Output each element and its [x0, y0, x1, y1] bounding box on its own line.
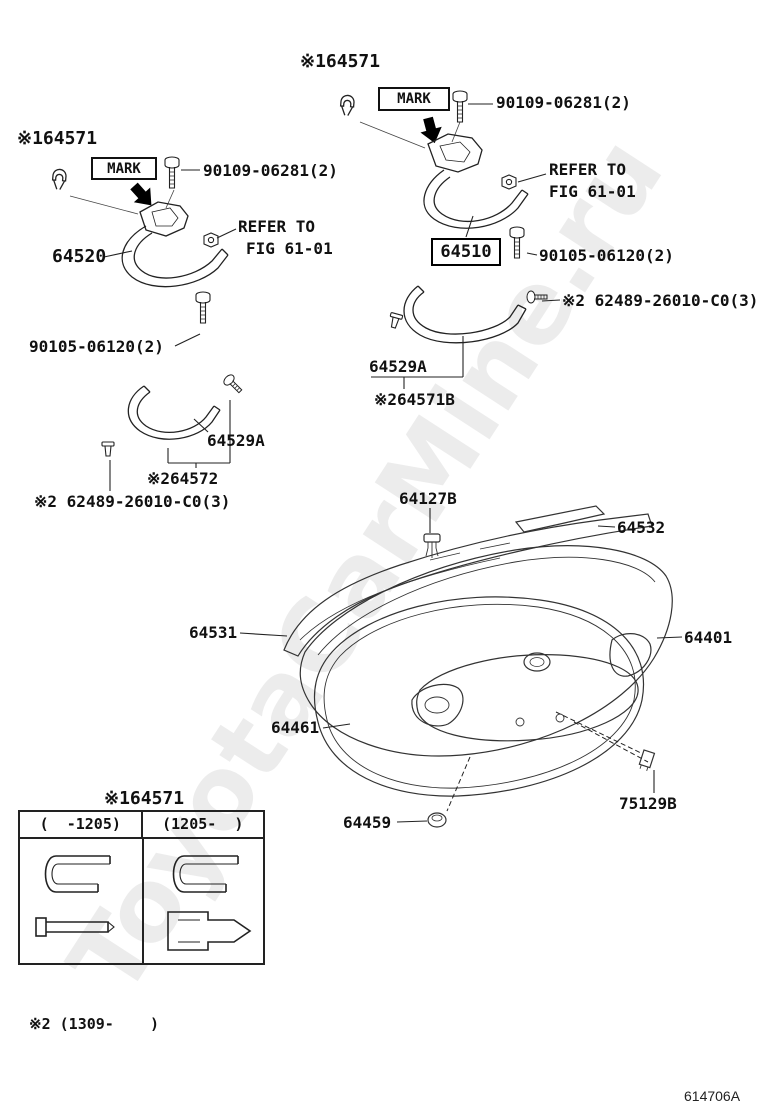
- part-label-64532[interactable]: 64532: [617, 518, 666, 537]
- clip-75129b-icon: [638, 749, 656, 771]
- part-label-90105-left[interactable]: 90105-06120(2): [29, 337, 164, 356]
- refer-note-right-line1[interactable]: REFER TO: [549, 160, 627, 179]
- bolt-90105-left-icon: [195, 291, 211, 324]
- variant-table: ( -1205) (1205- ): [18, 810, 265, 965]
- part-label-64531[interactable]: 64531: [189, 623, 238, 642]
- clip-64571-top-icon: [339, 94, 356, 117]
- part-label-64510-highlighted[interactable]: 64510: [431, 238, 501, 266]
- part-label-64571-left[interactable]: ※164571: [17, 128, 98, 149]
- part-label-64127b[interactable]: 64127B: [399, 489, 457, 508]
- lid-64401-shape: [299, 545, 673, 757]
- part-label-64571b[interactable]: ※264571B: [374, 390, 455, 409]
- part-label-64520[interactable]: 64520: [52, 246, 107, 267]
- part-label-64571-bottom[interactable]: ※164571: [104, 788, 185, 809]
- part-label-64572[interactable]: ※264572: [147, 469, 219, 488]
- part-label-64571-top[interactable]: ※164571: [300, 51, 381, 72]
- part-label-64401[interactable]: 64401: [684, 628, 733, 647]
- applicability-note: ※2 (1309- ): [29, 1015, 159, 1033]
- leader-lines: [103, 103, 683, 823]
- assembly-guide-lines: [69, 121, 461, 215]
- table-clip-drawings: [35, 855, 252, 951]
- bolt-90109-left-icon: [164, 156, 180, 189]
- trim-64532-shape: [514, 505, 606, 533]
- variant-col-late: (1205- ): [140, 812, 264, 837]
- part-label-64529a-right[interactable]: 64529A: [369, 357, 427, 376]
- diagram-code: 614706A: [684, 1088, 741, 1104]
- mark-box-right: MARK: [378, 87, 450, 111]
- refer-note-left-line1[interactable]: REFER TO: [238, 217, 316, 236]
- part-label-90105-right[interactable]: 90105-06120(2): [539, 246, 674, 265]
- screw-64572-icon: [221, 372, 246, 397]
- clip-64459-icon: [427, 812, 447, 828]
- mark-box-left: MARK: [91, 157, 157, 180]
- refer-note-left-line2[interactable]: FIG 61-01: [246, 239, 333, 258]
- left-hinge-drawing: [51, 156, 246, 457]
- right-hinge-drawing: [339, 90, 548, 344]
- variant-table-body: [20, 839, 263, 963]
- part-label-90109-left[interactable]: 90109-06281(2): [203, 161, 338, 180]
- variant-col-early: ( -1205): [39, 815, 121, 833]
- part-label-64461[interactable]: 64461: [271, 718, 320, 737]
- clip-64529a-icon: [386, 311, 404, 330]
- dashed-leader-lines: [446, 711, 649, 812]
- panel-64531-shape: [283, 513, 653, 657]
- clip-62489-left-icon: [101, 441, 115, 457]
- refer-note-right-line2[interactable]: FIG 61-01: [549, 182, 636, 201]
- part-label-64459[interactable]: 64459: [343, 813, 392, 832]
- clip-64127b-icon: [423, 533, 441, 558]
- weatherstrip-drawing: [313, 596, 644, 797]
- trunk-lid-drawing: [283, 505, 673, 828]
- mark-arrow-left-icon: [125, 177, 161, 214]
- part-label-62489-right[interactable]: ※2 62489-26010-C0(3): [562, 291, 759, 310]
- part-label-62489-left[interactable]: ※2 62489-26010-C0(3): [34, 492, 231, 511]
- clip-64571-left-icon: [51, 168, 68, 191]
- part-label-90109-right[interactable]: 90109-06281(2): [496, 93, 631, 112]
- mark-arrow-right-icon: [416, 114, 447, 147]
- part-label-75129b[interactable]: 75129B: [619, 794, 677, 813]
- nut-left-icon: [203, 232, 219, 248]
- variant-table-header: ( -1205) (1205- ): [20, 812, 263, 839]
- nut-right-icon: [501, 174, 517, 190]
- part-label-64529a-left[interactable]: 64529A: [207, 431, 265, 450]
- bolt-90109-right-icon: [452, 90, 468, 123]
